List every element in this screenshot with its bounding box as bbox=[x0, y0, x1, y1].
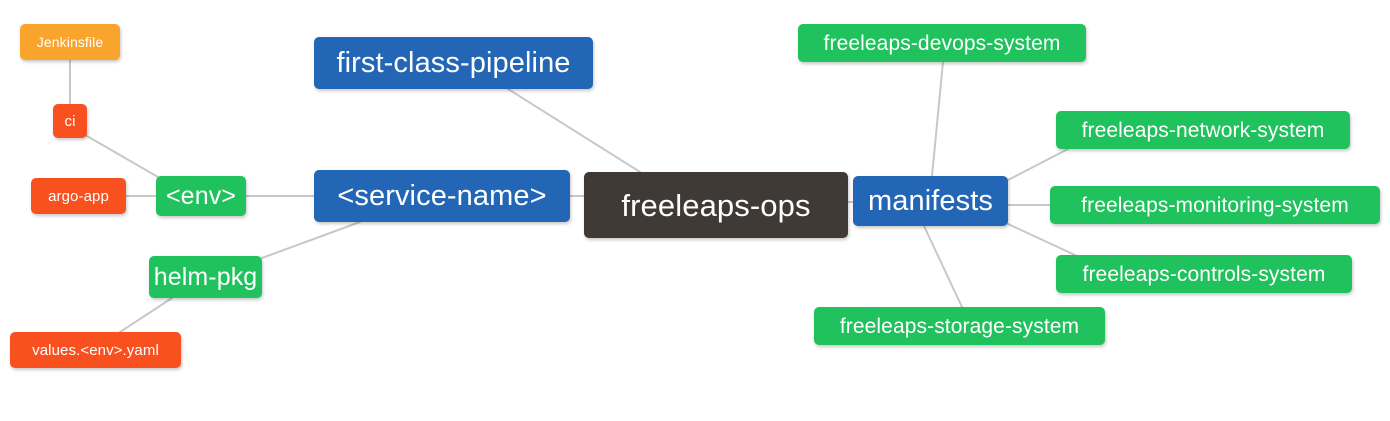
node-freeleaps-ops[interactable]: freeleaps-ops bbox=[584, 172, 848, 238]
node-env[interactable]: <env> bbox=[156, 176, 246, 216]
node-helm-pkg[interactable]: helm-pkg bbox=[149, 256, 262, 298]
node-monitoring-sys[interactable]: freeleaps-monitoring-system bbox=[1050, 186, 1380, 224]
node-values-yaml[interactable]: values.<env>.yaml bbox=[10, 332, 181, 368]
node-service-name[interactable]: <service-name> bbox=[314, 170, 570, 222]
edge-manifests-to-devops-sys bbox=[931, 61, 944, 177]
node-argo-app[interactable]: argo-app bbox=[31, 178, 126, 214]
node-jenkinsfile[interactable]: Jenkinsfile bbox=[20, 24, 120, 60]
edge-manifests-to-network-sys bbox=[1007, 148, 1069, 181]
node-ci[interactable]: ci bbox=[53, 104, 87, 138]
edge-manifests-to-controls-sys bbox=[1007, 223, 1076, 256]
node-devops-sys[interactable]: freeleaps-devops-system bbox=[798, 24, 1086, 62]
node-controls-sys[interactable]: freeleaps-controls-system bbox=[1056, 255, 1352, 293]
edge-first-class-to-freeleaps-ops bbox=[507, 88, 641, 173]
edge-values-yaml-to-helm-pkg bbox=[119, 297, 173, 333]
node-network-sys[interactable]: freeleaps-network-system bbox=[1056, 111, 1350, 149]
node-storage-sys[interactable]: freeleaps-storage-system bbox=[814, 307, 1105, 345]
edge-helm-pkg-to-service-name bbox=[261, 221, 361, 259]
edge-ci-to-env bbox=[86, 135, 159, 178]
node-manifests[interactable]: manifests bbox=[853, 176, 1008, 226]
node-first-class[interactable]: first-class-pipeline bbox=[314, 37, 593, 89]
edge-manifests-to-storage-sys bbox=[923, 225, 963, 308]
